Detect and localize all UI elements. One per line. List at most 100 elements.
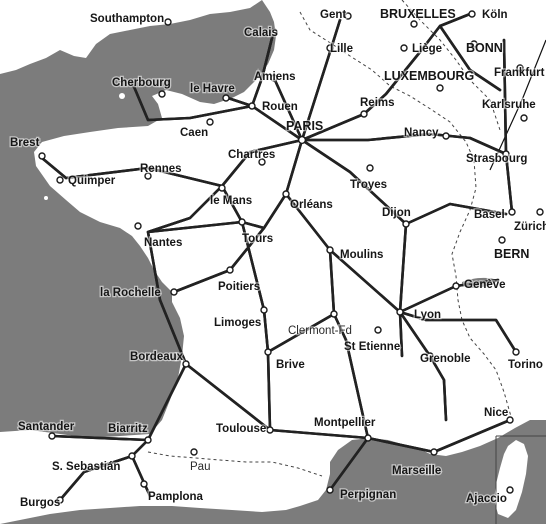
label-pau: Pau xyxy=(190,461,210,473)
label-zurich: Zürich xyxy=(514,221,546,233)
label-nice: Nice xyxy=(484,407,508,419)
city-dot-cherbourg xyxy=(158,90,166,98)
scale-line xyxy=(489,39,546,171)
city-dot-nantes xyxy=(134,222,142,230)
city-dot-basel xyxy=(508,208,516,216)
city-dot-grenoble xyxy=(426,352,434,360)
label-cherbourg: Cherbourg xyxy=(112,77,171,89)
label-tours: Tours xyxy=(242,233,273,245)
label-chartres: Chartres xyxy=(228,149,275,161)
label-luxembourg: LUXEMBOURG xyxy=(384,69,474,83)
label-moulins: Moulins xyxy=(340,249,383,261)
city-dot-paris xyxy=(297,135,307,145)
label-frankfurt: Frankfurt xyxy=(494,67,545,79)
label-geneve: Genève xyxy=(464,279,506,291)
label-biarritz: Biarritz xyxy=(108,423,148,435)
label-poitiers: Poitiers xyxy=(218,281,260,293)
label-s-sebastian: S. Sebastián xyxy=(52,461,120,473)
city-dot-brest xyxy=(38,152,46,160)
label-la-rochelle: la Rochelle xyxy=(100,287,161,299)
city-dot-le-mans xyxy=(218,184,226,192)
city-dot-moulins xyxy=(326,246,334,254)
label-santander: Santander xyxy=(18,421,75,433)
land-england xyxy=(0,0,262,74)
label-rennes: Rennes xyxy=(140,163,182,175)
city-dot-rennes xyxy=(144,172,152,180)
label-limoges: Limoges xyxy=(214,317,261,329)
city-dot-karlsruhe xyxy=(520,114,528,122)
label-karlsruhe: Karlsruhe xyxy=(482,99,536,111)
label-marseille: Marseille xyxy=(392,465,441,477)
city-dot-burgos xyxy=(56,496,64,504)
city-dot-reims xyxy=(360,110,368,118)
city-dot-geneve xyxy=(452,282,460,290)
city-dot-frankfurt xyxy=(516,64,524,72)
city-dot-southampton xyxy=(164,18,172,26)
city-dot-nancy xyxy=(442,132,450,140)
national-borders xyxy=(147,0,513,477)
label-brest: Brest xyxy=(10,137,40,149)
city-dot-troyes xyxy=(366,164,374,172)
label-lille: Lille xyxy=(330,43,353,55)
land-corsica xyxy=(494,440,528,518)
label-nancy: Nancy xyxy=(404,127,439,139)
city-dot-pau xyxy=(190,448,198,456)
label-bern: BERN xyxy=(494,247,529,261)
label-paris: PARIS xyxy=(286,119,323,133)
city-dot-calais xyxy=(270,28,278,36)
label-nantes: Nantes xyxy=(144,237,182,249)
label-grenoble: Grenoble xyxy=(420,353,470,365)
city-dot-nice xyxy=(506,416,514,424)
city-dot-gent xyxy=(344,12,352,20)
city-dot-la-rochelle xyxy=(170,288,178,296)
label-ajaccio: Ajaccio xyxy=(466,493,507,505)
label-brive: Brive xyxy=(276,359,305,371)
city-dot-luxembourg xyxy=(436,84,444,92)
city-dot-bordeaux xyxy=(182,360,190,368)
label-le-havre: le Havre xyxy=(190,83,235,95)
city-dot-toulouse xyxy=(266,426,274,434)
city-dot-brive xyxy=(264,348,272,356)
label-basel: Basel xyxy=(474,209,505,221)
label-lyon: Lyon xyxy=(414,309,441,321)
city-dot-lille xyxy=(326,44,334,52)
city-dot-zurich xyxy=(536,208,544,216)
city-markers xyxy=(38,10,544,504)
city-dot-torino xyxy=(512,348,520,356)
label-amiens: Amiens xyxy=(254,71,296,83)
label-orleans: Orléans xyxy=(290,199,333,211)
city-labels: Southampton Gent BRUXELLES Köln Calais L… xyxy=(9,6,546,511)
label-burgos: Burgos xyxy=(20,497,60,509)
city-dot-quimper xyxy=(56,176,64,184)
city-dot-montpellier xyxy=(364,434,372,442)
city-dot-strasbourg xyxy=(502,150,510,158)
label-rouen: Rouen xyxy=(262,101,298,113)
city-dot-bonn xyxy=(470,40,478,48)
label-southampton: Southampton xyxy=(90,13,164,25)
label-pamplona: Pamplona xyxy=(148,491,204,503)
label-st-etienne: St Etienne xyxy=(344,341,400,353)
city-dot-koln xyxy=(468,10,476,18)
city-dot-liege xyxy=(400,44,408,52)
city-dot-dijon xyxy=(402,220,410,228)
label-bonn: BONN xyxy=(466,41,503,55)
city-dot-ajaccio xyxy=(506,486,514,494)
city-dot-perpignan xyxy=(326,486,334,494)
city-dot-bruxelles xyxy=(410,20,418,28)
city-dot-amiens xyxy=(270,74,278,82)
city-dot-marseille xyxy=(430,448,438,456)
label-reims: Reims xyxy=(360,97,395,109)
label-strasbourg: Strasbourg xyxy=(466,153,527,165)
label-torino: Torino xyxy=(508,359,543,371)
city-dot-tours xyxy=(238,218,246,226)
city-dot-chartres xyxy=(258,158,266,166)
label-montpellier: Montpellier xyxy=(314,417,376,429)
label-le-mans: le Mans xyxy=(210,195,252,207)
city-dot-pamplona xyxy=(140,480,148,488)
city-dot-rouen xyxy=(248,102,256,110)
label-gent: Gent xyxy=(320,9,346,21)
label-toulouse: Toulouse xyxy=(216,423,266,435)
city-dot-biarritz xyxy=(144,436,152,444)
city-dot-st-etienne xyxy=(374,326,382,334)
